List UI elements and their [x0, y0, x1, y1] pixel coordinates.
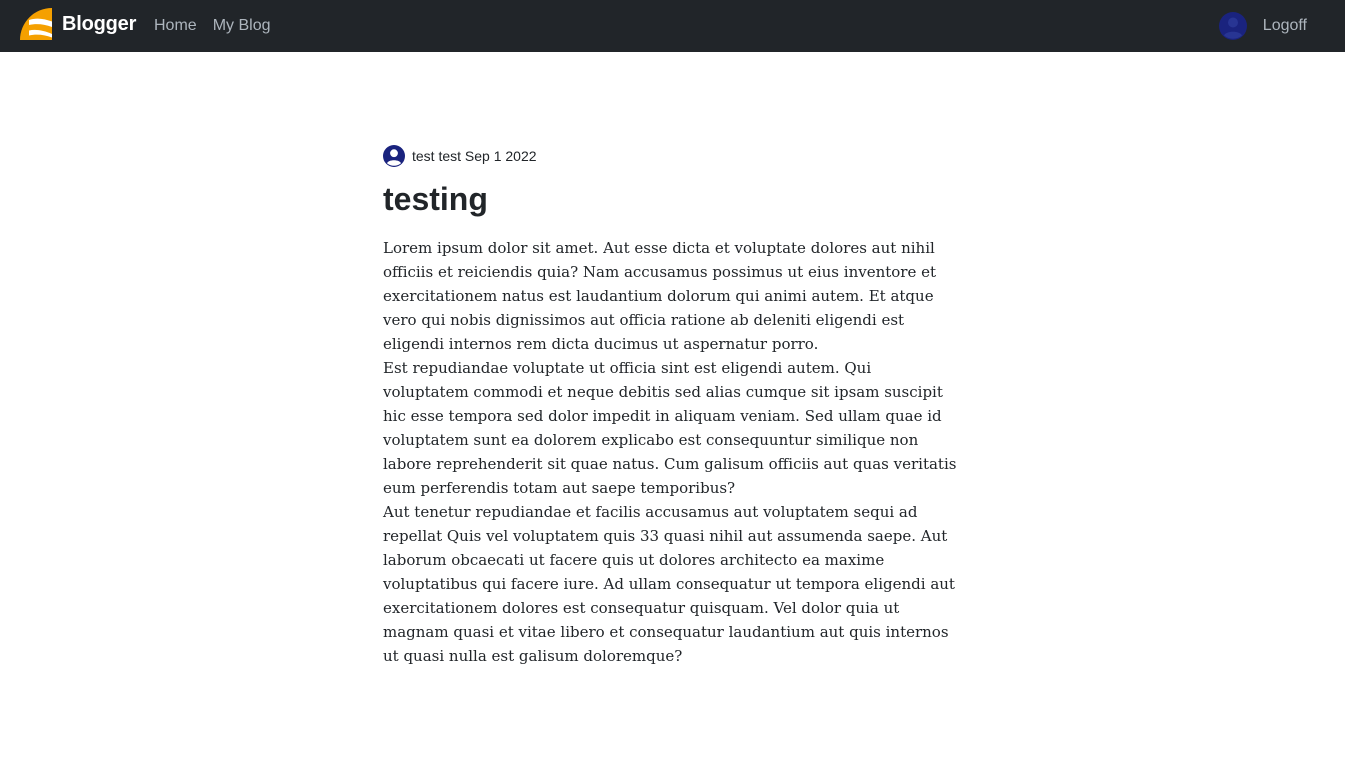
brand-name: Blogger: [62, 13, 137, 35]
blog-post: test test Sep 1 2022 testing Lorem ipsum…: [383, 143, 958, 668]
author-avatar-icon: [383, 145, 405, 167]
brand-link[interactable]: Blogger: [20, 8, 136, 40]
post-paragraph: Aut tenetur repudiandae et facilis accus…: [383, 503, 955, 665]
nav-link-my-blog[interactable]: My Blog: [212, 17, 271, 34]
post-paragraph: Est repudiandae voluptate ut officia sin…: [383, 359, 957, 497]
user-avatar-icon[interactable]: [1218, 12, 1247, 40]
post-body: Lorem ipsum dolor sit amet. Aut esse dic…: [383, 236, 958, 668]
post-author-date: test test Sep 1 2022: [412, 148, 537, 164]
nav-link-home[interactable]: Home: [154, 17, 197, 34]
nav-user-area: Logoff: [1218, 0, 1307, 52]
blogger-logo-icon: [20, 8, 52, 40]
post-title: testing: [383, 181, 488, 217]
post-meta: test test Sep 1 2022: [383, 143, 958, 169]
logoff-link[interactable]: Logoff: [1262, 17, 1307, 34]
post-paragraph: Lorem ipsum dolor sit amet. Aut esse dic…: [383, 239, 937, 353]
top-navbar: Blogger Home My Blog Logoff: [0, 0, 1345, 52]
nav-links: Home My Blog: [154, 0, 286, 52]
